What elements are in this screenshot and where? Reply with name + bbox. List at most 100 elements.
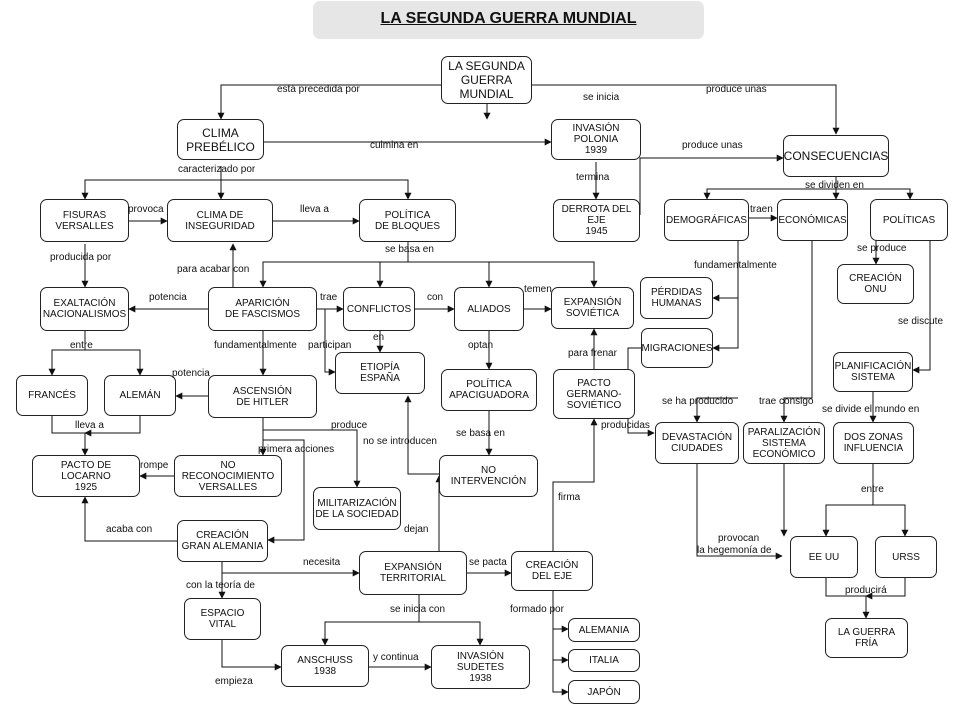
node-militarizacion-sociedad: MILITARIZACIÓN DE LA SOCIEDAD	[313, 487, 401, 530]
label-provocan: provocan	[718, 533, 760, 544]
node-segunda-guerra-mundial: LA SEGUNDA GUERRA MUNDIAL	[441, 56, 532, 104]
label-temen: temen	[524, 284, 552, 295]
label-lleva-a-1: lleva a	[300, 204, 329, 215]
node-clima-prebelico: CLIMA PREBÉLICO	[177, 119, 264, 160]
label-trae: trae	[320, 292, 338, 303]
node-perdidas-humanas: PÉRDIDAS HUMANAS	[640, 277, 713, 319]
label-fundamentalmente-2: fundamentalmente	[214, 340, 297, 351]
label-con-la-teoria-de: con la teoría de	[186, 580, 255, 591]
node-fisuras-versalles: FISURAS VERSALLES	[40, 199, 129, 242]
node-no-intervencion: NO INTERVENCIÓN	[439, 455, 538, 497]
label-se-inicia: se inicia	[583, 92, 620, 103]
node-aliados: ALIADOS	[454, 287, 524, 331]
node-politica-apaciguadora: POLÍTICA APACIGUADORA	[441, 369, 537, 411]
node-espacio-vital: ESPACIO VITAL	[184, 598, 261, 640]
label-se-pacta: se pacta	[469, 557, 507, 568]
label-termina: termina	[576, 172, 610, 183]
label-dejan: dejan	[404, 524, 429, 535]
node-creacion-onu: CREACIÓN ONU	[837, 264, 914, 304]
label-participan: participan	[308, 340, 352, 351]
label-se-discute: se discute	[898, 316, 944, 327]
node-pacto-germano-sovietico: PACTO GERMANO- SOVIÉTICO	[553, 369, 635, 419]
label-rompe: rompe	[140, 460, 169, 471]
label-la-hegemonia-de: la hegemonía de	[697, 545, 772, 556]
node-eeuu: EE UU	[790, 536, 858, 578]
node-paralizacion-sistema: PARALIZACIÓN SISTEMA ECONÓMICO	[743, 422, 825, 464]
label-se-dividen-en: se dividen en	[805, 180, 864, 191]
node-expansion-territorial: EXPANSIÓN TERRITORIAL	[359, 551, 467, 595]
node-no-reconocimiento: NO RECONOCIMIENTO VERSALLES	[174, 455, 282, 497]
node-devastacion-ciudades: DEVASTACIÓN CIUDADES	[655, 422, 739, 464]
page-title: LA SEGUNDA GUERRA MUNDIAL	[380, 10, 637, 27]
node-derrota-eje: DERROTA DEL EJE 1945	[553, 199, 640, 242]
node-pacto-locarno: PACTO DE LOCARNO 1925	[32, 455, 140, 497]
label-producida-por: producida por	[50, 252, 112, 263]
label-en: en	[373, 332, 385, 343]
label-para-frenar: para frenar	[568, 348, 617, 359]
node-frances: FRANCÉS	[16, 375, 88, 416]
label-y-continua: y continua	[373, 652, 419, 663]
node-etiopia-espana: ETIOPÍA ESPAÑA	[335, 352, 425, 394]
label-potencia-1: potencia	[149, 292, 187, 303]
node-alemania: ALEMANIA	[568, 618, 640, 642]
node-anschuss: ANSCHUSS 1938	[281, 645, 369, 687]
node-conflictos: CONFLICTOS	[343, 287, 415, 331]
node-ascension-hitler: ASCENSIÓN DE HITLER	[208, 375, 317, 418]
label-esta-precedida-por: está precedida por	[277, 84, 360, 95]
label-produce: produce	[331, 420, 368, 431]
node-aleman: ALEMÁN	[104, 375, 176, 416]
label-se-ha-producido: se ha producido	[662, 396, 734, 407]
node-politicas: POLÍTICAS	[870, 199, 948, 241]
label-producidas: producidas	[601, 420, 650, 431]
label-entre-2: entre	[861, 484, 884, 495]
node-aparicion-fascismos: APARICIÓN DE FASCISMOS	[208, 287, 317, 331]
node-creacion-eje: CREACIÓN DEL EJE	[511, 551, 593, 591]
label-con: con	[427, 292, 444, 303]
label-traen: traen	[750, 204, 773, 215]
label-lleva-a-2: lleva a	[75, 420, 104, 431]
node-demograficas: DEMOGRÁFICAS	[664, 199, 749, 241]
label-potencia-2: potencia	[172, 368, 210, 379]
label-se-basa-en-2: se basa en	[456, 428, 505, 439]
label-se-divide-el-mundo-en: se divide el mundo en	[822, 404, 920, 415]
node-japon: JAPÓN	[568, 680, 640, 704]
node-invasion-sudetes: INVASIÓN SUDETES 1938	[431, 645, 530, 689]
label-firma: firma	[558, 492, 581, 503]
label-fundamentalmente-1: fundamentalmente	[694, 260, 777, 271]
label-provoca: provoca	[128, 204, 164, 215]
node-economicas: ECONÓMICAS	[777, 199, 848, 241]
title-banner: LA SEGUNDA GUERRA MUNDIAL	[313, 1, 704, 39]
node-migraciones: MIGRACIONES	[641, 328, 713, 368]
label-formado-por: formado por	[510, 604, 564, 615]
node-consecuencias: CONSECUENCIAS	[783, 135, 889, 177]
label-se-basa-en-1: se basa en	[385, 244, 434, 255]
node-italia: ITALIA	[568, 649, 640, 672]
node-creacion-gran-alemania: CREACIÓN GRAN ALEMANIA	[177, 520, 268, 562]
node-guerra-fria: LA GUERRA FRÍA	[825, 618, 908, 658]
label-necesita: necesita	[303, 557, 341, 568]
node-urss: URSS	[875, 536, 937, 578]
node-expansion-sovietica: EXPANSIÓN SOVIÉTICA	[551, 287, 634, 329]
label-primera-acciones: primera acciones	[258, 444, 335, 455]
node-politica-bloques: POLÍTICA DE BLOQUES	[359, 199, 456, 242]
node-invasion-polonia: INVASIÓN POLONIA 1939	[551, 119, 641, 160]
label-acaba-con: acaba con	[106, 524, 153, 535]
label-se-produce: se produce	[857, 243, 907, 254]
label-no-se-introducen: no se introducen	[363, 436, 437, 447]
label-para-acabar-con: para acabar con	[177, 264, 250, 275]
label-trae-consigo: trae consigo	[759, 396, 814, 407]
label-produce-unas-2: produce unas	[682, 140, 743, 151]
label-optan: optan	[468, 340, 494, 351]
label-empieza: empieza	[215, 676, 253, 687]
label-se-inicia-con: se inicia con	[390, 604, 446, 615]
node-exaltacion-nacionalismos: EXALTACIÓN NACIONALISMOS	[40, 287, 129, 331]
node-clima-inseguridad: CLIMA DE INSEGURIDAD	[167, 199, 273, 242]
label-producira: producirá	[845, 585, 887, 596]
node-planificacion-sistema: PLANIFICACIÓN SISTEMA	[833, 352, 913, 392]
label-entre-1: entre	[70, 340, 93, 351]
node-dos-zonas-influencia: DOS ZONAS INFLUENCIA	[833, 422, 914, 464]
label-produce-unas-1: produce unas	[706, 84, 767, 95]
label-caracterizado-por: caracterizado por	[178, 164, 256, 175]
label-culmina-en: culmina en	[370, 140, 419, 151]
